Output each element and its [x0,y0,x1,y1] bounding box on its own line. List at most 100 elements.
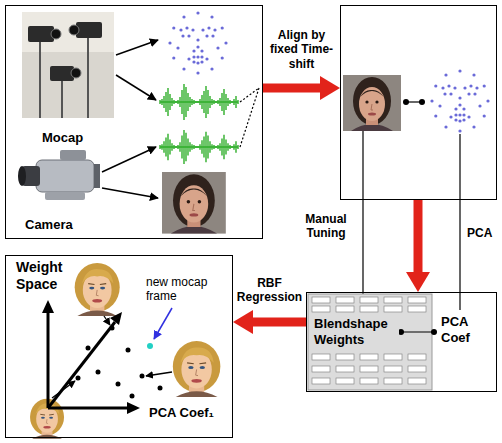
dotted-line [240,88,259,102]
slider-gui [312,306,330,312]
flow-arrow [233,310,306,334]
face-arrow [52,316,172,398]
marker-face [168,11,227,74]
source-arrow [116,40,158,55]
slider-gui [336,378,354,384]
axis-arrow [48,322,115,408]
connector-shaft [362,200,363,292]
axis-label: Weight Space [15,259,71,293]
axis-label: PCA Coef₁ [148,405,215,421]
sample-dot [96,370,101,375]
weight-space-panel: Weight Space new mocap framePCA Coef₁ [5,255,233,438]
axis-arrow [42,300,140,414]
weights-panel: Blendshape Weights PCA Coef [306,292,497,392]
link-line [460,200,461,292]
mocap-rig-photo [69,25,79,35]
axis-arrow [110,312,122,325]
mocap-rig-photo [22,12,114,118]
panel-label: Blendshape Weights [313,316,399,347]
input-panel: MocapCamera [5,5,263,239]
slider-gui [312,297,330,303]
arrow-head [320,76,340,100]
slider-gui [360,306,378,312]
panel-label: PCA Coef [440,314,482,345]
arrow-head [233,310,253,334]
sample-dot [158,386,163,391]
face-photo [343,75,401,131]
slider-gui [384,366,402,372]
slider-gui [308,294,432,390]
dotted-line [240,88,259,147]
lead-line [363,131,460,312]
lead-line [362,131,363,200]
aligned-panel [340,5,497,200]
flow-arrow [406,200,430,292]
camcorder-icon [45,192,85,200]
sample-dot [76,326,163,399]
face-arrow [104,316,110,325]
new-frame-dot [147,343,153,349]
pair-link [431,329,437,335]
slider-gui [360,378,378,384]
link-line [363,200,364,292]
mocap-rig-photo [22,12,114,118]
axis-arrow [47,312,50,408]
slider-gui [312,354,330,360]
arrow-head [406,272,430,292]
mocap-rig-photo [76,22,102,38]
slider-gui [336,354,354,360]
edge-label: Align by fixed Time-shift [268,28,336,71]
slider-gui [408,378,426,384]
slider-gui [336,306,354,312]
slider-gui [312,378,330,384]
slider-gui [408,366,426,372]
avatar-face [75,263,120,316]
slider-gui [408,354,426,360]
pointer-arrow [154,308,172,339]
source-label: Mocap [41,130,84,146]
camcorder-icon [18,166,26,186]
pair-link [419,99,425,105]
mocap-rig-photo [22,12,114,52]
slider-gui [408,306,426,312]
mocap-rig-photo [71,68,81,78]
audio-waveform [160,130,238,164]
slider-gui [384,354,402,360]
sample-dot [116,382,121,387]
dotted-line [240,88,259,147]
slider-gui [408,297,426,303]
note-label: new mocap frame [145,275,219,304]
connector-shaft [263,84,321,93]
lead-line [459,292,460,310]
camcorder-icon [94,164,100,188]
slider-gui [360,366,378,372]
camcorder-icon [60,150,86,160]
connector-shaft [252,318,306,327]
slider-gui [384,378,402,384]
face-photo [162,172,226,234]
source-label: Camera [24,217,74,233]
camcorder-icon [18,150,100,200]
connector-shaft [459,200,460,292]
slider-gui [336,366,354,372]
sample-dot [130,394,135,399]
camcorder-icon [36,160,94,192]
audio-waveform [160,84,238,120]
pair-link [403,99,425,105]
slider-gui [360,297,378,303]
pair-link [403,99,409,105]
face-arrow [146,372,172,376]
slider-gui [384,306,402,312]
connector-shaft [414,200,423,273]
slider-gui [336,297,354,303]
mocap-rig-photo [51,29,61,39]
edge-label: Manual Tuning [297,212,355,241]
sample-dot [126,348,131,353]
slider-gui [308,294,432,390]
edge-label: PCA [466,226,493,240]
sample-dot [76,376,81,381]
slider-gui [312,366,330,372]
pair-link [398,329,437,335]
